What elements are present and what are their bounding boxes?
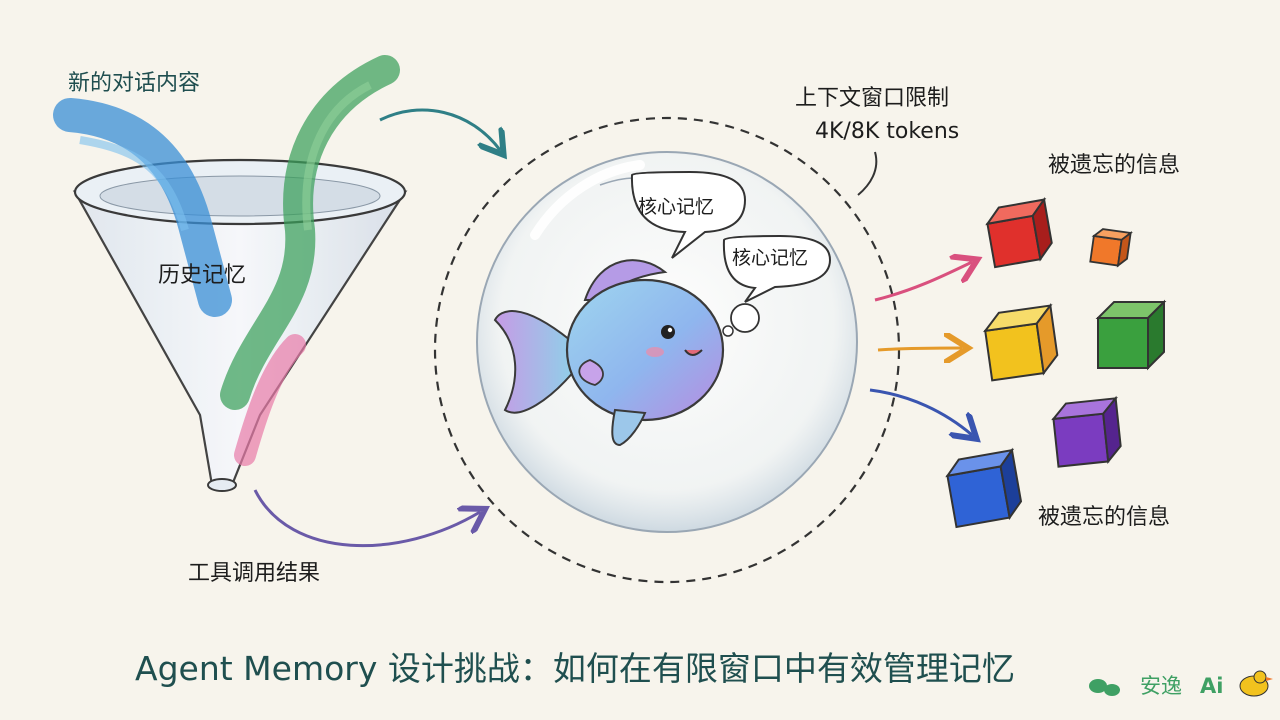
cube-yellow — [982, 303, 1059, 382]
arrow-tool-results — [253, 489, 480, 548]
pointer-line — [857, 151, 878, 196]
blue-stream — [53, 98, 232, 317]
cube-orange — [1089, 228, 1133, 268]
arrow-funnel-to-bubble — [379, 108, 500, 150]
label-new-content: 新的对话内容 — [68, 71, 200, 96]
speech-bubble-core-memory-2: 核心记忆 — [722, 234, 832, 303]
duck-icon — [1239, 670, 1273, 697]
arrow-out-blue — [869, 388, 972, 435]
cube-purple — [1051, 395, 1122, 468]
watermark: 安逸 Ai — [1089, 670, 1273, 698]
label-forgotten-top: 被遗忘的信息 — [1048, 153, 1180, 178]
fish — [493, 259, 725, 447]
speech-bubble-core-memory-1: 核心记忆 — [630, 170, 747, 259]
core-memory-text-2: 核心记忆 — [732, 247, 808, 269]
caption: Agent Memory 设计挑战：如何在有限窗口中有效管理记忆 — [135, 649, 1015, 688]
watermark-text-cn: 安逸 — [1140, 674, 1182, 698]
core-memory-text-1: 核心记忆 — [638, 196, 714, 218]
arrow-out-red — [874, 262, 972, 302]
label-history: 历史记忆 — [158, 263, 246, 288]
cube-green — [1095, 299, 1167, 371]
cube-red — [985, 197, 1053, 269]
label-tool-results: 工具调用结果 — [188, 561, 320, 586]
label-context-limit: 上下文窗口限制 — [795, 86, 949, 111]
watermark-text-ai: Ai — [1200, 674, 1223, 698]
pink-stream — [234, 334, 306, 466]
cube-blue — [945, 447, 1023, 529]
label-forgotten-bottom: 被遗忘的信息 — [1038, 505, 1170, 530]
thought-bubble — [730, 303, 760, 333]
green-stream — [220, 55, 400, 410]
arrow-out-yellow — [877, 348, 962, 350]
label-context-tokens: 4K/8K tokens — [815, 119, 959, 144]
